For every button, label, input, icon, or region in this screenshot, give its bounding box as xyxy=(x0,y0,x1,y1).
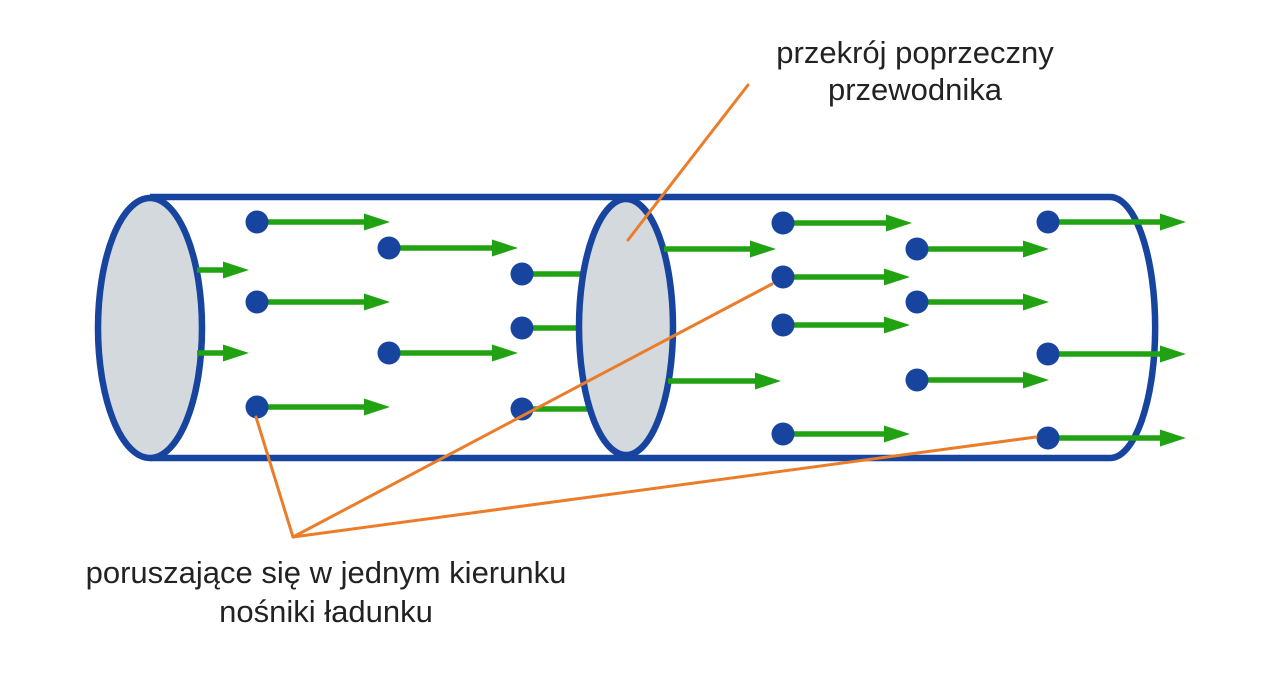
charge-carrier-dot xyxy=(245,290,269,314)
pointer-line xyxy=(254,415,295,539)
charge-carrier-dot xyxy=(510,316,534,340)
velocity-arrow-head xyxy=(1160,345,1186,363)
charge-carrier-dot xyxy=(905,237,929,261)
charge-carrier-dot xyxy=(510,262,534,286)
velocity-arrow-head xyxy=(1160,213,1186,231)
charge-carrier-dot xyxy=(771,211,795,235)
velocity-arrow-head xyxy=(1023,293,1049,311)
velocity-arrow-head xyxy=(884,268,910,286)
labels-layer: przekrój poprzeczny przewodnika poruszaj… xyxy=(86,35,1055,629)
velocity-arrow-head xyxy=(884,425,910,443)
velocity-arrow-head xyxy=(492,344,518,362)
velocity-arrow-head xyxy=(886,214,912,232)
velocity-arrow-head xyxy=(884,316,910,334)
charge-carrier-dot xyxy=(245,210,269,234)
velocity-arrow-head xyxy=(1160,429,1186,447)
velocity-arrow-head xyxy=(492,239,518,257)
pointer-line xyxy=(626,83,750,242)
charge-carriers-label-line2: nośniki ładunku xyxy=(219,594,433,629)
velocity-arrow-head xyxy=(364,293,390,311)
pointer-line xyxy=(291,282,774,539)
velocity-arrow-head xyxy=(223,261,249,279)
cross-section-label-line1: przekrój poprzeczny xyxy=(776,35,1054,70)
charge-carrier-dot xyxy=(905,290,929,314)
charge-carrier-dot xyxy=(1036,342,1060,366)
cross-section-ellipse xyxy=(575,195,677,459)
conductor-end-cap xyxy=(94,194,206,462)
velocity-arrow-head xyxy=(1023,371,1049,389)
velocity-arrow-head xyxy=(750,240,776,258)
velocity-arrow-head xyxy=(223,344,249,362)
velocity-arrow-head xyxy=(364,398,390,416)
velocity-arrow-head xyxy=(1023,240,1049,258)
charge-carrier-dot xyxy=(1036,210,1060,234)
velocity-arrow-head xyxy=(364,213,390,231)
charge-carrier-dot xyxy=(1036,426,1060,450)
geometry-layer xyxy=(94,83,1186,539)
charge-carrier-dot xyxy=(377,341,401,365)
charge-carrier-dot xyxy=(771,422,795,446)
velocity-arrow-head xyxy=(755,372,781,390)
charge-carriers-label-line1: poruszające się w jednym kierunku xyxy=(86,555,567,590)
charge-carrier-dot xyxy=(377,236,401,260)
charge-carrier-dot xyxy=(771,313,795,337)
carriers-right xyxy=(664,210,1186,450)
charge-carrier-dot xyxy=(245,395,269,419)
pointer-line xyxy=(291,435,1038,539)
charge-carrier-dot xyxy=(905,368,929,392)
pointer-lines xyxy=(254,83,1038,539)
charge-carrier-dot xyxy=(771,265,795,289)
charge-carrier-dot xyxy=(510,397,534,421)
cross-section-label-line2: przewodnika xyxy=(828,72,1003,107)
